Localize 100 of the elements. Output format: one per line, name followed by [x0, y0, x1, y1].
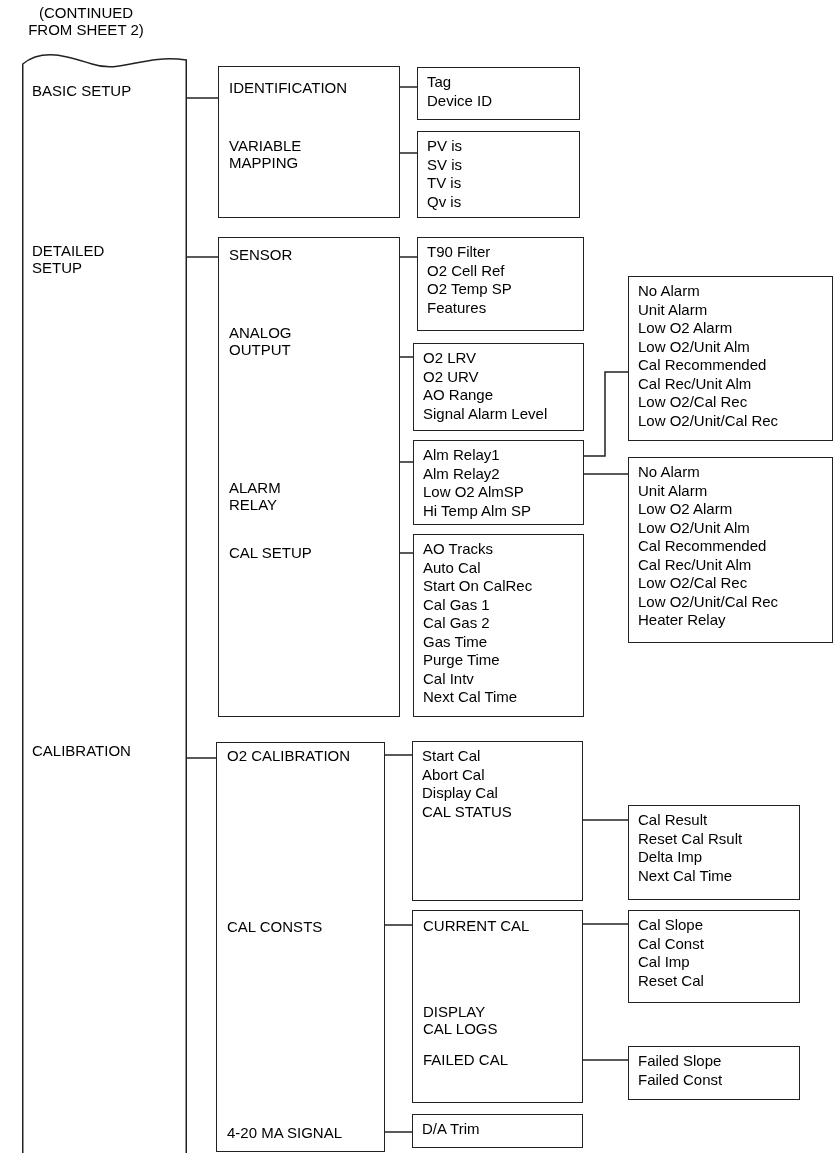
menu-column [22, 52, 187, 1153]
menu-heading: DETAILED SETUP [32, 242, 106, 276]
menu-item: Low O2 AlmSP [423, 483, 525, 502]
menu-item: Unit Alarm [638, 300, 709, 319]
menu-item: Gas Time [423, 632, 489, 651]
menu-box [628, 910, 800, 1003]
connector-line [399, 356, 414, 358]
connector-line [583, 371, 629, 457]
menu-item: Hi Temp Alm SP [423, 501, 532, 520]
menu-heading: IDENTIFICATION [229, 79, 348, 96]
menu-item: Cal Rec/Unit Alm [638, 555, 753, 574]
menu-box [216, 742, 385, 1152]
menu-box [417, 237, 584, 331]
menu-box [628, 276, 833, 441]
menu-box [412, 1114, 583, 1148]
menu-item: SV is [427, 155, 462, 174]
menu-item: Low O2/Unit/Cal Rec [638, 592, 779, 611]
menu-item: O2 Temp SP [427, 280, 512, 299]
menu-item: Next Cal Time [423, 688, 519, 707]
connector-line [399, 256, 418, 258]
menu-heading: BASIC SETUP [32, 82, 132, 99]
connector-line [399, 86, 418, 88]
menu-item: Alm Relay2 [423, 464, 501, 483]
menu-item: Display Cal [422, 784, 499, 803]
connector-line [583, 473, 629, 475]
menu-box [413, 343, 584, 431]
menu-item: AO Range [423, 386, 495, 405]
menu-item: Cal Imp [638, 953, 691, 972]
menu-item: Low O2 Alarm [638, 319, 734, 338]
menu-box [218, 66, 400, 218]
menu-item: Auto Cal [423, 558, 482, 577]
menu-box [628, 1046, 800, 1100]
menu-item: Reset Cal Rsult [638, 829, 743, 848]
menu-item: Low O2/Cal Rec [638, 574, 749, 593]
menu-heading: CAL SETUP [229, 544, 312, 561]
menu-heading: DISPLAY CAL LOGS [423, 1003, 499, 1037]
menu-box [413, 534, 584, 717]
connector-line [582, 923, 629, 925]
menu-item: Device ID [427, 91, 493, 110]
menu-item: T90 Filter [427, 243, 492, 262]
menu-item: Cal Result [638, 811, 709, 830]
menu-box [628, 805, 800, 900]
connector-line [186, 757, 217, 759]
menu-item: Purge Time [423, 651, 501, 670]
menu-item: Unit Alarm [638, 481, 709, 500]
menu-heading: VARIABLE MAPPING [229, 137, 303, 171]
menu-box [412, 741, 583, 901]
connector-line [384, 924, 413, 926]
connector-line [384, 1131, 413, 1133]
menu-item: Alm Relay1 [423, 446, 501, 465]
menu-item: Next Cal Time [638, 866, 734, 885]
menu-item: Low O2 Alarm [638, 500, 734, 519]
menu-item: PV is [427, 137, 462, 156]
menu-item: Tag [427, 73, 453, 92]
menu-item: Low O2/Unit Alm [638, 337, 751, 356]
menu-item: Low O2/Unit Alm [638, 518, 751, 537]
menu-item: Cal Rec/Unit Alm [638, 374, 753, 393]
menu-item: Low O2/Cal Rec [638, 393, 749, 412]
menu-heading: CAL CONSTS [227, 918, 323, 935]
menu-heading: ALARM RELAY [229, 479, 282, 513]
menu-box [413, 440, 584, 525]
menu-heading: CALIBRATION [32, 742, 131, 759]
connector-line [186, 97, 219, 99]
menu-item: AO Tracks [423, 540, 494, 559]
menu-item: Abort Cal [422, 765, 486, 784]
menu-item: Reset Cal [638, 971, 704, 990]
menu-item: Failed Slope [638, 1052, 723, 1071]
menu-item: Signal Alarm Level [423, 404, 548, 423]
menu-box [412, 910, 583, 1103]
menu-item: Low O2/Unit/Cal Rec [638, 411, 779, 430]
menu-box [417, 67, 580, 120]
menu-box [628, 457, 833, 643]
menu-item: Start On CalRec [423, 577, 533, 596]
menu-item: O2 Cell Ref [427, 261, 506, 280]
menu-item: Delta Imp [638, 848, 704, 867]
menu-item: Cal Intv [423, 669, 475, 688]
menu-item: No Alarm [638, 282, 701, 301]
menu-item: Cal Recommended [638, 537, 768, 556]
menu-item: Features [427, 298, 488, 317]
connector-line [399, 152, 418, 154]
menu-item: TV is [427, 174, 462, 193]
menu-heading: SENSOR [229, 246, 293, 263]
connector-line [186, 256, 219, 258]
menu-item: Start Cal [422, 747, 482, 766]
menu-item: Cal Gas 2 [423, 614, 491, 633]
menu-heading: CURRENT CAL [423, 917, 530, 934]
menu-item: Cal Slope [638, 916, 704, 935]
menu-item: No Alarm [638, 463, 701, 482]
menu-item: Cal Gas 1 [423, 595, 491, 614]
menu-item: O2 URV [423, 367, 480, 386]
connector-line [399, 552, 414, 554]
connector-line [384, 754, 413, 756]
menu-item: CAL STATUS [422, 802, 512, 821]
connector-line [399, 461, 414, 463]
menu-heading: 4-20 MA SIGNAL [227, 1124, 343, 1141]
menu-heading: FAILED CAL [423, 1051, 509, 1068]
menu-item: O2 LRV [423, 349, 478, 368]
connector-line [582, 1059, 629, 1061]
menu-heading: O2 CALIBRATION [227, 747, 351, 764]
menu-item: D/A Trim [422, 1120, 480, 1139]
